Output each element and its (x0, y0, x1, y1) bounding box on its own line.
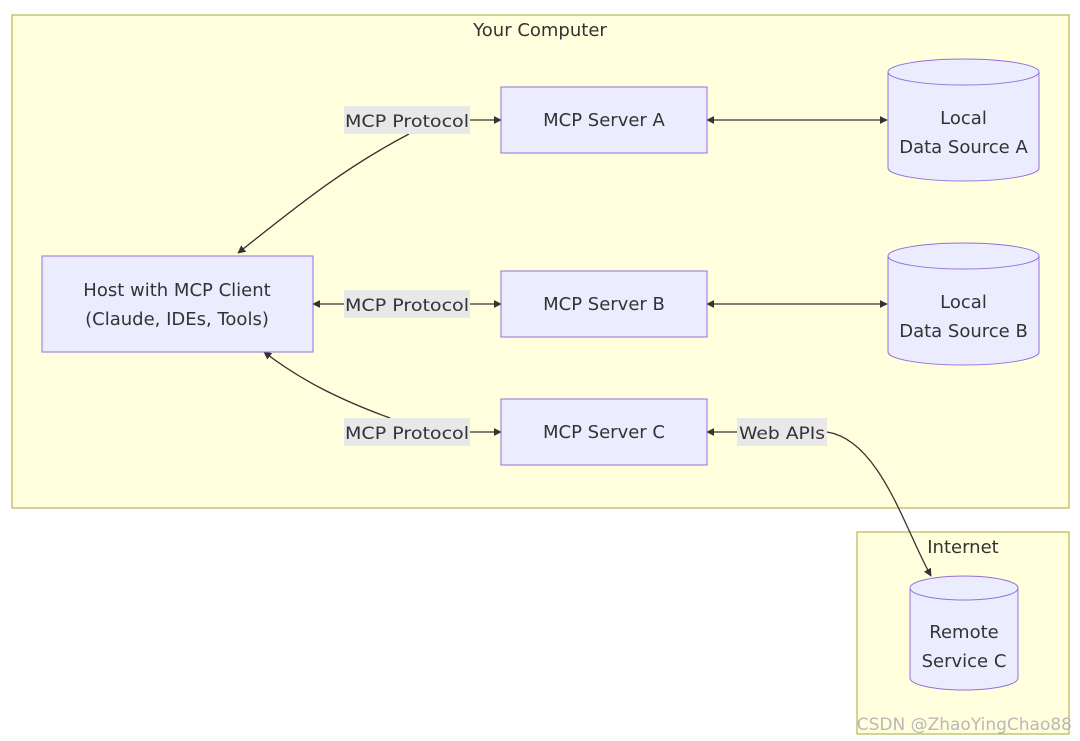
node-source-b-line-2: Data Source B (899, 321, 1028, 342)
node-server-c-label: MCP Server C (543, 422, 665, 443)
edge-server-c-to-host (263, 351, 391, 419)
group-internet-label: Internet (927, 537, 998, 558)
node-host-line-2: (Claude, IDEs, Tools) (85, 309, 269, 330)
group-your-computer-label: Your Computer (472, 20, 607, 41)
node-source-a-line-2: Data Source A (899, 137, 1028, 158)
node-server-a-label: MCP Server A (543, 110, 665, 131)
edge-host-to-server-a (237, 133, 410, 254)
edge-label-web-text: Web APIs (739, 424, 825, 444)
node-remote-c: Remote Service C (909, 575, 1019, 691)
edge-label-web: Web APIs (737, 418, 827, 446)
edge-label-c-text: MCP Protocol (345, 424, 469, 444)
node-source-b-line-1: Local (940, 292, 987, 313)
edge-label-b: MCP Protocol (344, 290, 470, 318)
node-server-b-label: MCP Server B (543, 294, 665, 315)
group-internet: Internet (856, 531, 1070, 735)
node-host-line-1: Host with MCP Client (83, 280, 270, 301)
watermark-text: CSDN @ZhaoYingChao88 (857, 715, 1072, 735)
node-source-a: Local Data Source A (887, 58, 1040, 182)
node-server-a: MCP Server A (500, 86, 708, 154)
edge-label-a: MCP Protocol (344, 106, 470, 134)
edge-label-a-text: MCP Protocol (345, 112, 469, 132)
node-source-b: Local Data Source B (887, 242, 1040, 366)
node-host: Host with MCP Client (Claude, IDEs, Tool… (41, 255, 314, 353)
node-remote-c-line-2: Service C (922, 651, 1007, 672)
node-server-b: MCP Server B (500, 270, 708, 338)
edge-web-to-remote (826, 431, 932, 577)
node-source-a-line-1: Local (940, 108, 987, 129)
edges (237, 116, 932, 577)
node-remote-c-line-1: Remote (929, 622, 998, 643)
edge-label-b-text: MCP Protocol (345, 296, 469, 316)
edge-label-c: MCP Protocol (344, 418, 470, 446)
node-server-c: MCP Server C (500, 398, 708, 466)
